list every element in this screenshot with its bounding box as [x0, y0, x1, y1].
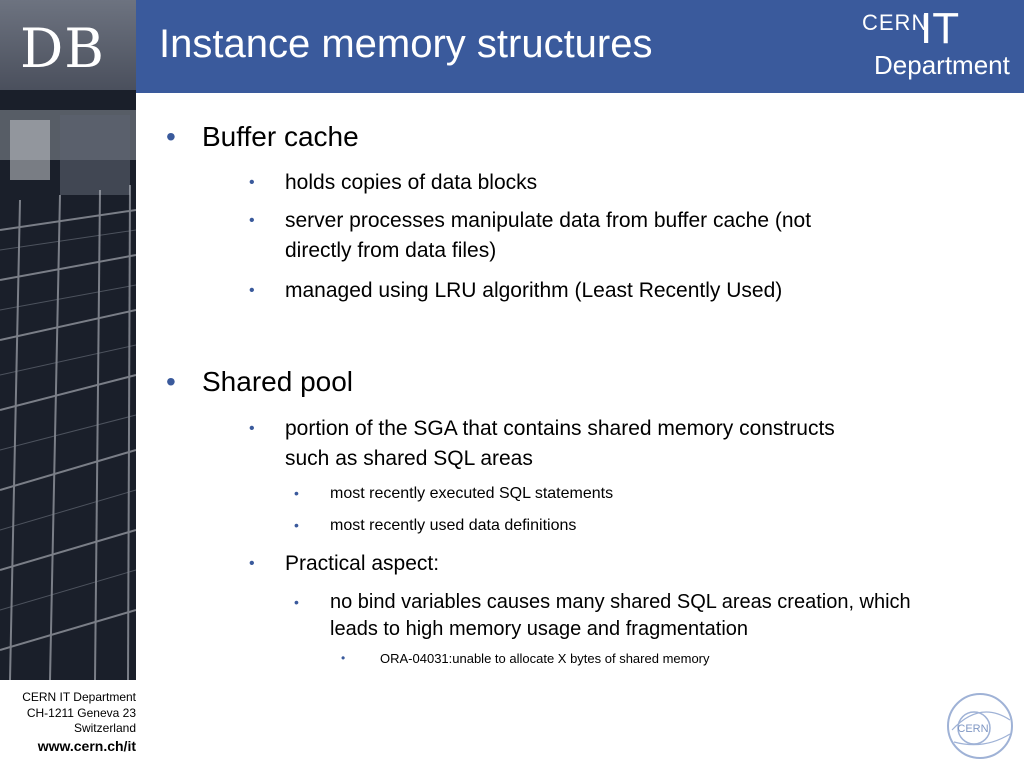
bullet-text: holds copies of data blocks	[285, 171, 538, 194]
bullet-dot-icon: •	[294, 517, 299, 533]
bullet-text: managed using LRU algorithm (Least Recen…	[285, 279, 783, 302]
slide-title: Instance memory structures	[159, 22, 653, 66]
bullet-text: ORA-04031:unable to allocate X bytes of …	[380, 651, 710, 666]
bullet-text-line-2: directly from data files)	[285, 239, 497, 262]
cern-wordmark: CERN	[862, 10, 929, 35]
slide-content: • Buffer cache • holds copies of data bl…	[136, 93, 1024, 768]
bullet-text-line-1: server processes manipulate data from bu…	[285, 209, 812, 232]
header-bar: Instance memory structures CERN IT Depar…	[136, 0, 1024, 93]
bullet-dot-icon: •	[249, 555, 255, 572]
bullet-dot-icon: •	[249, 212, 255, 229]
footer-line-3: Switzerland	[73, 721, 136, 735]
datacenter-photo	[0, 90, 136, 680]
bullet-dot-icon: •	[341, 651, 346, 665]
bullet-text: Buffer cache	[202, 121, 359, 152]
bullet-text: most recently used data definitions	[330, 517, 577, 534]
cern-emblem-icon: CERN	[947, 693, 1013, 759]
bullet-dot-icon: •	[294, 485, 299, 501]
department-wordmark: Department	[874, 50, 1010, 80]
it-wordmark: IT	[920, 4, 960, 53]
bullet-text: Shared pool	[202, 366, 354, 397]
bullet-text: Practical aspect:	[285, 552, 440, 575]
bullet-text-line-2: such as shared SQL areas	[285, 447, 533, 470]
bullet-dot-icon: •	[249, 282, 255, 299]
db-logo: DB	[20, 17, 105, 80]
left-photo-strip: DB	[0, 0, 136, 680]
footer-address: CERN IT Department CH-1211 Geneva 23 Swi…	[0, 690, 136, 754]
bullet-dot-icon: •	[166, 121, 176, 152]
bullet-text: most recently executed SQL statements	[330, 485, 614, 502]
cern-it-department-logo: CERN IT Department	[814, 4, 1014, 86]
bullet-dot-icon: •	[294, 594, 299, 610]
footer-line-1: CERN IT Department	[22, 690, 136, 704]
footer-url-link[interactable]: www.cern.ch/it	[37, 737, 136, 754]
emblem-text: CERN	[957, 723, 988, 735]
bullet-dot-icon: •	[249, 420, 255, 437]
footer-line-2: CH-1211 Geneva 23	[26, 705, 136, 720]
bullet-text-line-2: leads to high memory usage and fragmenta…	[330, 618, 749, 640]
bullet-dot-icon: •	[166, 366, 176, 397]
bullet-dot-icon: •	[249, 174, 255, 191]
bullet-text-line-1: no bind variables causes many shared SQL…	[330, 591, 911, 613]
bullet-text-line-1: portion of the SGA that contains shared …	[285, 417, 835, 440]
